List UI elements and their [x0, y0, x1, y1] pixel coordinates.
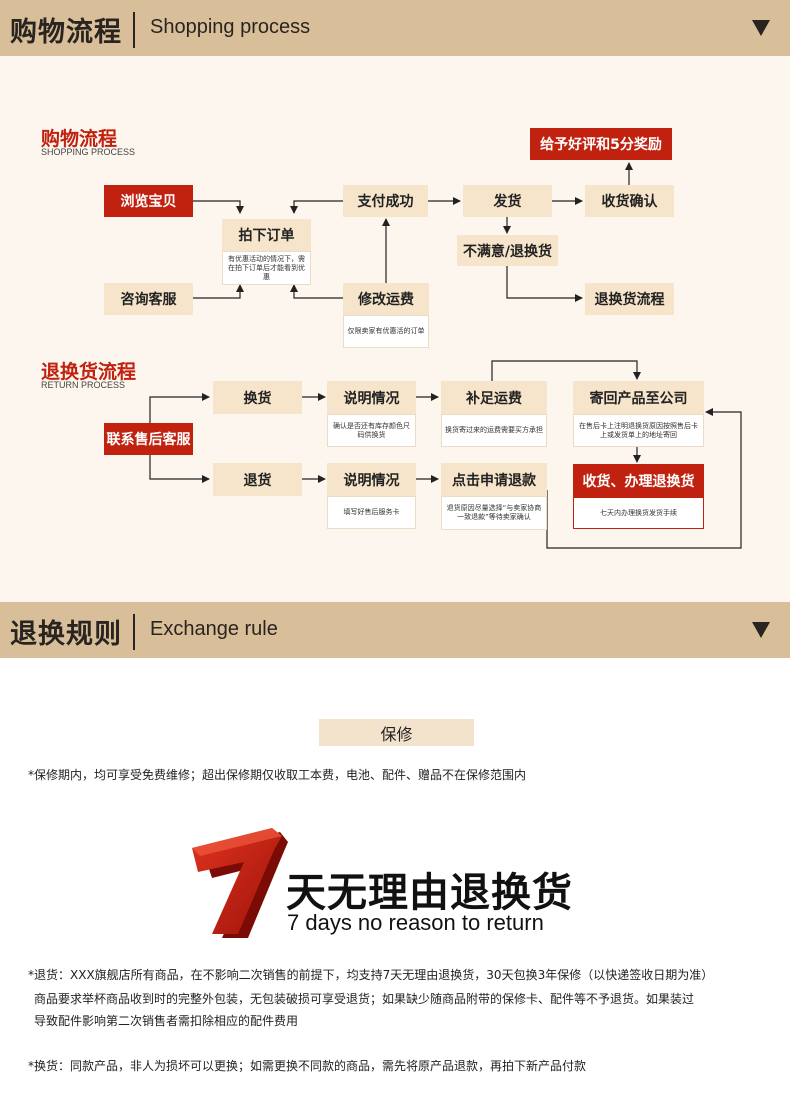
shopping-section-subtitle: SHOPPING PROCESS: [41, 147, 136, 157]
note-explain1: 确认是否还有库存颜色尺码供换货: [327, 414, 416, 447]
node-confirm: 收货确认: [585, 185, 674, 217]
flow-connectors: [149, 162, 742, 549]
node-pay: 支付成功: [343, 185, 428, 217]
conn-contact-refund: [149, 455, 210, 483]
rule-return-line2: 商品要求举杯商品收到时的完整外包装，无包装破损可享受退货；如果缺少随商品附带的保…: [34, 992, 695, 1006]
note-freight: 换货寄过来的运费需要买方承担: [441, 414, 547, 447]
node-contact: 联系售后客服: [104, 423, 193, 455]
node-refund: 退货: [213, 463, 302, 496]
conn-freight-sendback: [491, 360, 641, 381]
seven-logo-icon: [192, 828, 288, 938]
node-receive: 收货、办理退换货: [573, 464, 704, 497]
return-section-subtitle: RETURN PROCESS: [41, 380, 126, 390]
chevron-down-icon[interactable]: [752, 622, 770, 638]
node-explain2: 说明情况: [327, 463, 416, 496]
rule-return-line3: 导致配件影响第二次销售者需扣除相应的配件费用: [34, 1014, 299, 1028]
warranty-label: 保修: [319, 719, 474, 746]
conn-pay-order: [290, 200, 343, 214]
note-explain2: 填写好售后服务卡: [327, 496, 416, 529]
shopping-section-title: 购物流程: [41, 128, 118, 150]
node-return-flow: 退换货流程: [585, 283, 674, 315]
seven-day-title-en: 7 days no reason to return: [287, 910, 544, 935]
node-ship: 发货: [463, 185, 552, 217]
header-divider: [133, 614, 135, 650]
node-browse: 浏览宝贝: [104, 185, 193, 217]
rule-return-line1: *退货：XXX旗舰店所有商品，在不影响二次销售的前提下，均支持7天无理由退换货，…: [28, 968, 714, 982]
node-unsatisfied: 不满意/退换货: [457, 235, 558, 266]
node-apply: 点击申请退款: [441, 463, 547, 496]
conn-unsatisfied-flow: [506, 266, 583, 302]
conn-modify-order: [290, 284, 343, 299]
node-modify: 修改运费: [343, 283, 429, 315]
conn-contact-branch: [149, 393, 210, 423]
note-receive: 七天内办理换货发货手续: [573, 497, 704, 529]
node-order: 拍下订单: [222, 219, 311, 251]
node-freight: 补足运费: [441, 381, 547, 414]
conn-consult-order: [193, 284, 244, 299]
return-section-title: 退换货流程: [41, 361, 137, 383]
shopping-process-header[interactable]: 购物流程 Shopping process: [0, 0, 790, 56]
header-title-cn: 退换规则: [10, 619, 122, 650]
warranty-text: *保修期内，均可享受免费维修；超出保修期仅收取工本费，电池、配件、赠品不在保修范…: [28, 768, 527, 782]
conn-browse-order: [193, 200, 244, 214]
node-consult: 咨询客服: [104, 283, 193, 315]
chevron-down-icon[interactable]: [752, 20, 770, 36]
header-title-en: Exchange rule: [150, 618, 278, 640]
node-explain1: 说明情况: [327, 381, 416, 414]
note-order: 有优惠活动的情况下，需在拍下订单后才能看到优惠: [222, 251, 311, 285]
rule-exchange-line: *换货：同款产品，非人为损坏可以更换；如需更换不同款的商品，需先将原产品退款，再…: [28, 1059, 587, 1073]
header-title-cn: 购物流程: [10, 17, 122, 48]
node-send-back: 寄回产品至公司: [573, 381, 704, 414]
exchange-rule-header[interactable]: 退换规则 Exchange rule: [0, 602, 790, 658]
node-review: 给予好评和5分奖励: [530, 128, 672, 160]
note-modify: 仅限卖家有优惠活的订单: [343, 315, 429, 348]
seven-day-title-cn: 天无理由退换货: [286, 870, 573, 916]
header-divider: [133, 12, 135, 48]
conn-apply-loop: [546, 408, 742, 549]
note-send-back: 在售后卡上注明退换货原因按照售后卡上或发货单上的地址寄回: [573, 414, 704, 447]
node-exchange: 换货: [213, 381, 302, 414]
note-apply: 退货原因尽量选择“与卖家协商一致退款”等待卖家确认: [441, 496, 547, 530]
header-title-en: Shopping process: [150, 16, 311, 38]
